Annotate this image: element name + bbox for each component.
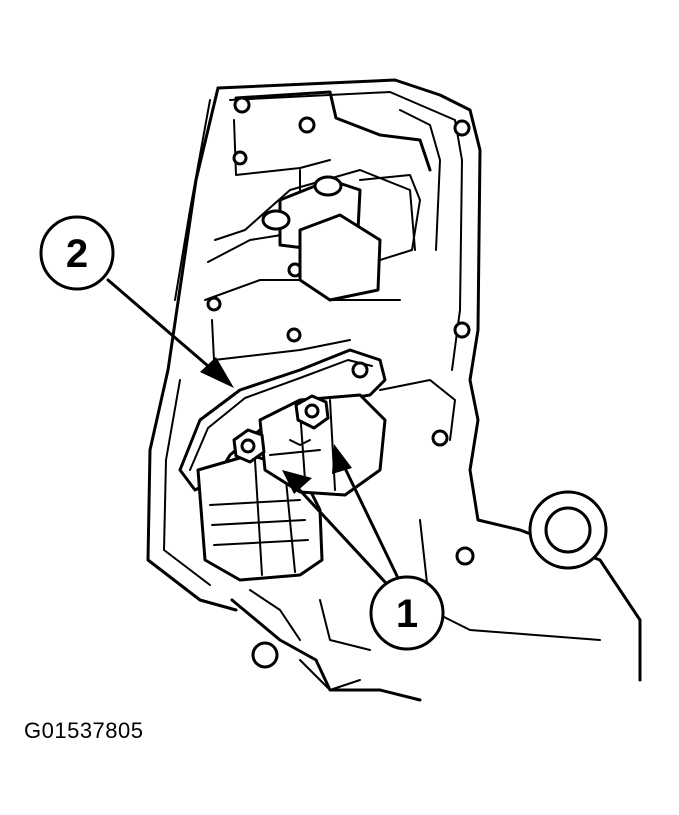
upper-clamp [261, 174, 421, 302]
callout-1: 1 [282, 444, 445, 651]
callout-2: 2 [39, 215, 234, 388]
actuator-body [196, 393, 387, 582]
callout-2-label: 2 [66, 232, 88, 276]
upper-bolts [206, 96, 471, 447]
callout-1-label: 1 [396, 592, 418, 636]
lower-shaft [249, 379, 608, 691]
bolts [232, 394, 330, 464]
figure-id: G01537805 [24, 718, 144, 743]
